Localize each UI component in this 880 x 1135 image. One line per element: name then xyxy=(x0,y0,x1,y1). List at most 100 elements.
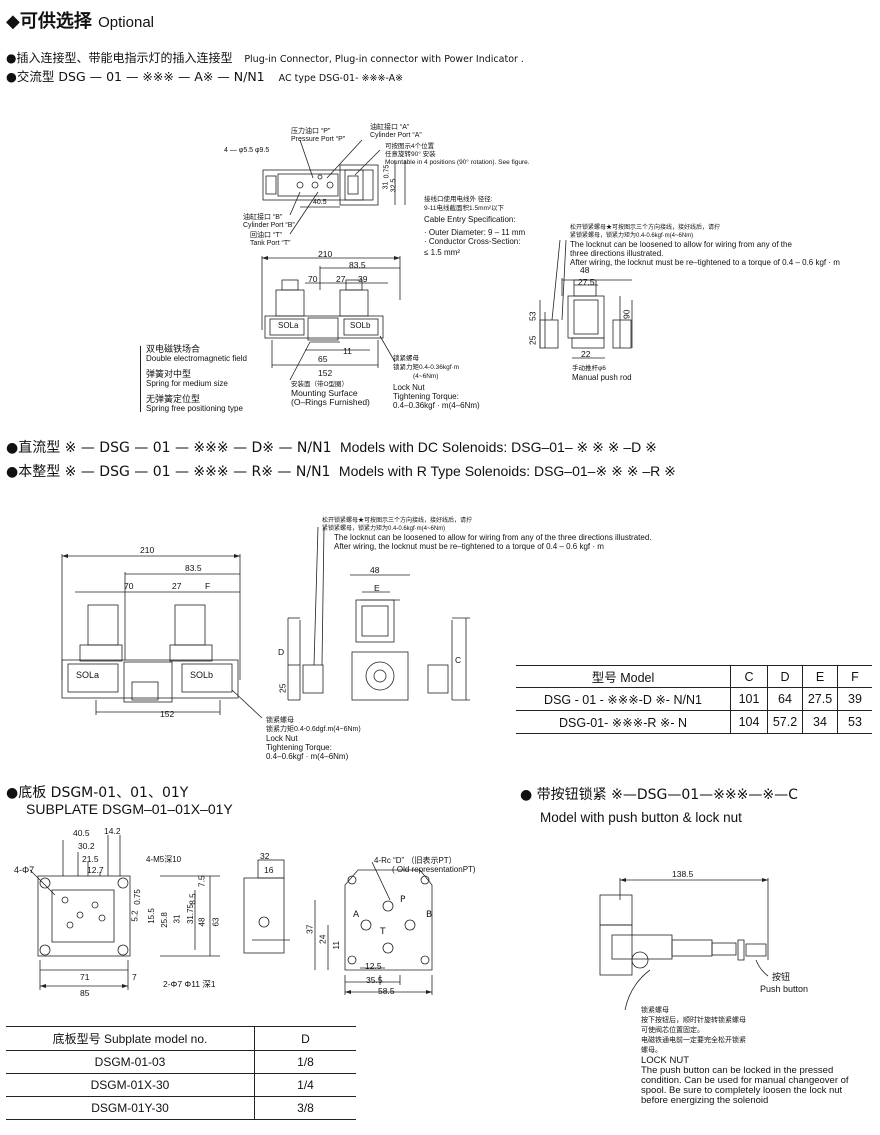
model-table-header: 型号 Model C D E F xyxy=(516,665,872,688)
dc-model-line-cn: ●直流型 ※ — DSG — 01 — ※※※ — D※ — N/N1 xyxy=(6,440,332,456)
ac-nut-cn2: 锁紧力矩0.4-0.36kgf·m xyxy=(393,364,460,371)
model-cell: 64 xyxy=(767,687,803,711)
model-cell: DSG-01- ※※※-R ※- N xyxy=(516,710,731,734)
pb-note-en1: The push button can be locked in the pre… xyxy=(641,1065,834,1076)
sp-dim-24: 24 xyxy=(317,934,328,944)
ac-mounting-surface: 安装面（带O型圈） Mounting Surface (O–Rings Furn… xyxy=(291,380,370,407)
sp-dim-215: 21.5 xyxy=(82,854,99,864)
pb-note-cn4: 电磁铁通电前一定要完全松开锁紧 xyxy=(641,1037,746,1044)
ac-tank-cn: 回油口 “T” xyxy=(250,232,282,239)
ac-side-dim-90: 90 xyxy=(621,309,632,319)
r-model-line-en: Models with R Type Solenoids: DSG–01–※ ※… xyxy=(338,463,676,479)
ac-nut-cn3: (4~6Nm) xyxy=(413,373,439,380)
sp-dim-37: 37 xyxy=(304,924,315,934)
section-title-cn: ◆可供选择 xyxy=(6,11,92,32)
sp-v155: 15.5 xyxy=(146,908,156,924)
ac-side-dim-22: 22 xyxy=(581,349,591,359)
table-row: DSGM-01X-30 1/4 xyxy=(6,1073,356,1097)
ac-locknut-en1: The locknut can be loosened to allow for… xyxy=(570,240,792,249)
ac-cylinder-b-cn: 油缸接口 “B” xyxy=(243,214,283,221)
table-row: DSG - 01 - ※※※-D ※- N/N1 101 64 27.5 39 xyxy=(516,687,872,711)
model-table: 型号 Model C D E F DSG - 01 - ※※※-D ※- N/N… xyxy=(516,665,872,734)
subplate-title: ●底板 DSGM-01、01、01Y SUBPLATE DSGM–01–01X–… xyxy=(6,785,233,817)
sp-port-T: T xyxy=(380,927,386,937)
dc-nut-en2: Tightening Torque: xyxy=(266,743,332,752)
sp-rc-en: ( Old representationPT) xyxy=(392,865,476,874)
dc-locknut-note: 松开锁紧螺母★可按图示三个方向接线，接好线后，请拧 紧锁紧螺母，锁紧力矩为0.4… xyxy=(322,517,652,551)
dc-nut-en3: 0.4–0.6kgf · m(4–6Nm) xyxy=(266,752,349,761)
pb-button-cn: 按钮 xyxy=(772,972,791,982)
subplate-table: 底板型号 Subplate model no. D DSGM-01-03 1/8… xyxy=(6,1026,356,1120)
table-row: DSG-01- ※※※-R ※- N 104 57.2 34 53 xyxy=(516,710,872,734)
subplate-cell: DSGM-01Y-30 xyxy=(6,1096,255,1120)
model-cell: 104 xyxy=(730,710,768,734)
ac-double-cn: 双电磁铁场合 xyxy=(146,344,201,354)
sp-dim-125: 12.5 xyxy=(365,961,382,971)
dc-dim-210: 210 xyxy=(140,545,155,555)
sp-dim-355: 35.5 xyxy=(366,975,383,985)
subplate-col-D: D xyxy=(301,1031,310,1046)
ac-solb-label: SOLb xyxy=(350,321,371,330)
ac-cable-outer: · Outer Diameter: 9 – 11 mm xyxy=(424,228,526,237)
subplate-cell: DSGM-01X-30 xyxy=(6,1073,255,1097)
ac-side-dim-53: 53 xyxy=(527,311,538,321)
dc-dim-70: 70 xyxy=(124,581,134,591)
dc-side-dim-D: D xyxy=(278,647,285,657)
ac-nut-en3: 0.4–0.36kgf · m(4–6Nm) xyxy=(393,401,480,410)
ac-free-cn: 无弹簧定位型 xyxy=(146,394,201,404)
pb-locknut-note: 锁紧螺母 按下按钮后，顺时针旋转锁紧螺母 可使阀芯位置固定。 电磁铁通电前一定要… xyxy=(641,1006,849,1106)
ac-nut-cn: 锁紧螺母 xyxy=(393,355,419,362)
ac-cable-en: Cable Entry Specification: xyxy=(424,215,516,224)
ac-dim-65: 65 xyxy=(318,354,328,364)
ac-locknut-en2: three directions illustrated. xyxy=(570,249,664,258)
sp-dim-585: 58.5 xyxy=(378,986,395,996)
dc-side-dim-C: C xyxy=(455,655,462,665)
pb-note-cn3: 可使阀芯位置固定。 xyxy=(641,1027,704,1034)
ac-side-dim-48: 48 xyxy=(580,265,590,275)
sp-hole-4: 4-Φ7 xyxy=(14,865,35,875)
sp-v52: 5.2 xyxy=(130,910,140,922)
ac-spring-types: 双电磁铁场合 Double electromagnetic field 弹簧对中… xyxy=(146,344,247,414)
subplate-table-header: 底板型号 Subplate model no. D xyxy=(6,1026,356,1051)
option-line-1-en: Plug-in Connector, Plug-in connector wit… xyxy=(244,54,524,65)
pb-dim-1385: 138.5 xyxy=(672,869,694,879)
ac-nut-en2: Tightening Torque: xyxy=(393,392,459,401)
sp-v85: 8.5 xyxy=(188,893,198,905)
dc-side-dim-E: E xyxy=(374,583,380,593)
sp-v63: 63 xyxy=(211,917,221,927)
sp-port-P: P xyxy=(400,895,406,905)
option-line-2-cn: ●交流型 DSG — 01 — ※※※ — A※ — N/N1 xyxy=(6,69,265,84)
sp-bore-label: 2-Φ7 Φ11 深1 xyxy=(163,979,216,989)
sp-v48: 48 xyxy=(197,917,207,927)
dc-sola-label: SOLa xyxy=(76,670,100,680)
ac-cable-spec: 接线口使用电线外 径径: 9-11电线截面积1.5mm²以下 Cable Ent… xyxy=(424,195,525,257)
ac-double-en: Double electromagnetic field xyxy=(146,354,247,363)
ac-free-en: Spring free positioning type xyxy=(146,404,243,413)
dc-dim-835: 83.5 xyxy=(185,563,202,573)
ac-surface-en1: Mounting Surface xyxy=(291,388,358,398)
ac-surface-en2: (O–Rings Furnished) xyxy=(291,397,370,407)
option-line-1: ●插入连接型、带能电指示灯的插入连接型 Plug-in Connector, P… xyxy=(6,52,524,65)
subplate-cell: 3/8 xyxy=(297,1101,314,1115)
ac-cylinder-b-label: 油缸接口 “B” Cylinder Port “B” xyxy=(243,214,295,230)
ac-cylinder-b-en: Cylinder Port “B” xyxy=(243,222,295,229)
dc-lock-nut-label: 锁紧螺母 锁紧力矩0.4-0.6dgf.m(4~6Nm) Lock Nut Ti… xyxy=(266,716,361,761)
sp-v258: 25.8 xyxy=(159,912,169,928)
ac-nut-en1: Lock Nut xyxy=(393,383,425,392)
model-col-header: 型号 Model xyxy=(516,665,731,688)
ac-surface-cn: 安装面（带O型圈） xyxy=(291,381,349,388)
ac-cylinder-a-label: 油缸接口 “A” Cylinder Port “A” xyxy=(370,124,422,140)
ac-mount-note: 可按图示4个位置 任意旋转90° 安装 Mountable in 4 posit… xyxy=(385,143,530,167)
ac-dim-152: 152 xyxy=(318,368,333,378)
model-cell: 101 xyxy=(730,687,768,711)
dc-note-cn2: 紧锁紧螺母，锁紧力矩为0.4-0.6kgf·m(4~6Nm) xyxy=(322,526,446,532)
sp-side-16: 16 xyxy=(264,865,274,875)
ac-dim-210: 210 xyxy=(318,249,333,259)
dc-dim-152: 152 xyxy=(160,709,175,719)
pb-note-en4: before energizing the solenoid xyxy=(641,1095,769,1106)
pushbutton-title-en: Model with push button & lock nut xyxy=(540,810,742,825)
sp-side-32: 32 xyxy=(260,851,270,861)
dc-model-line: ●直流型 ※ — DSG — 01 — ※※※ — D※ — N/N1 Mode… xyxy=(6,440,657,455)
pb-note-cn5: 螺母。 xyxy=(641,1047,662,1054)
